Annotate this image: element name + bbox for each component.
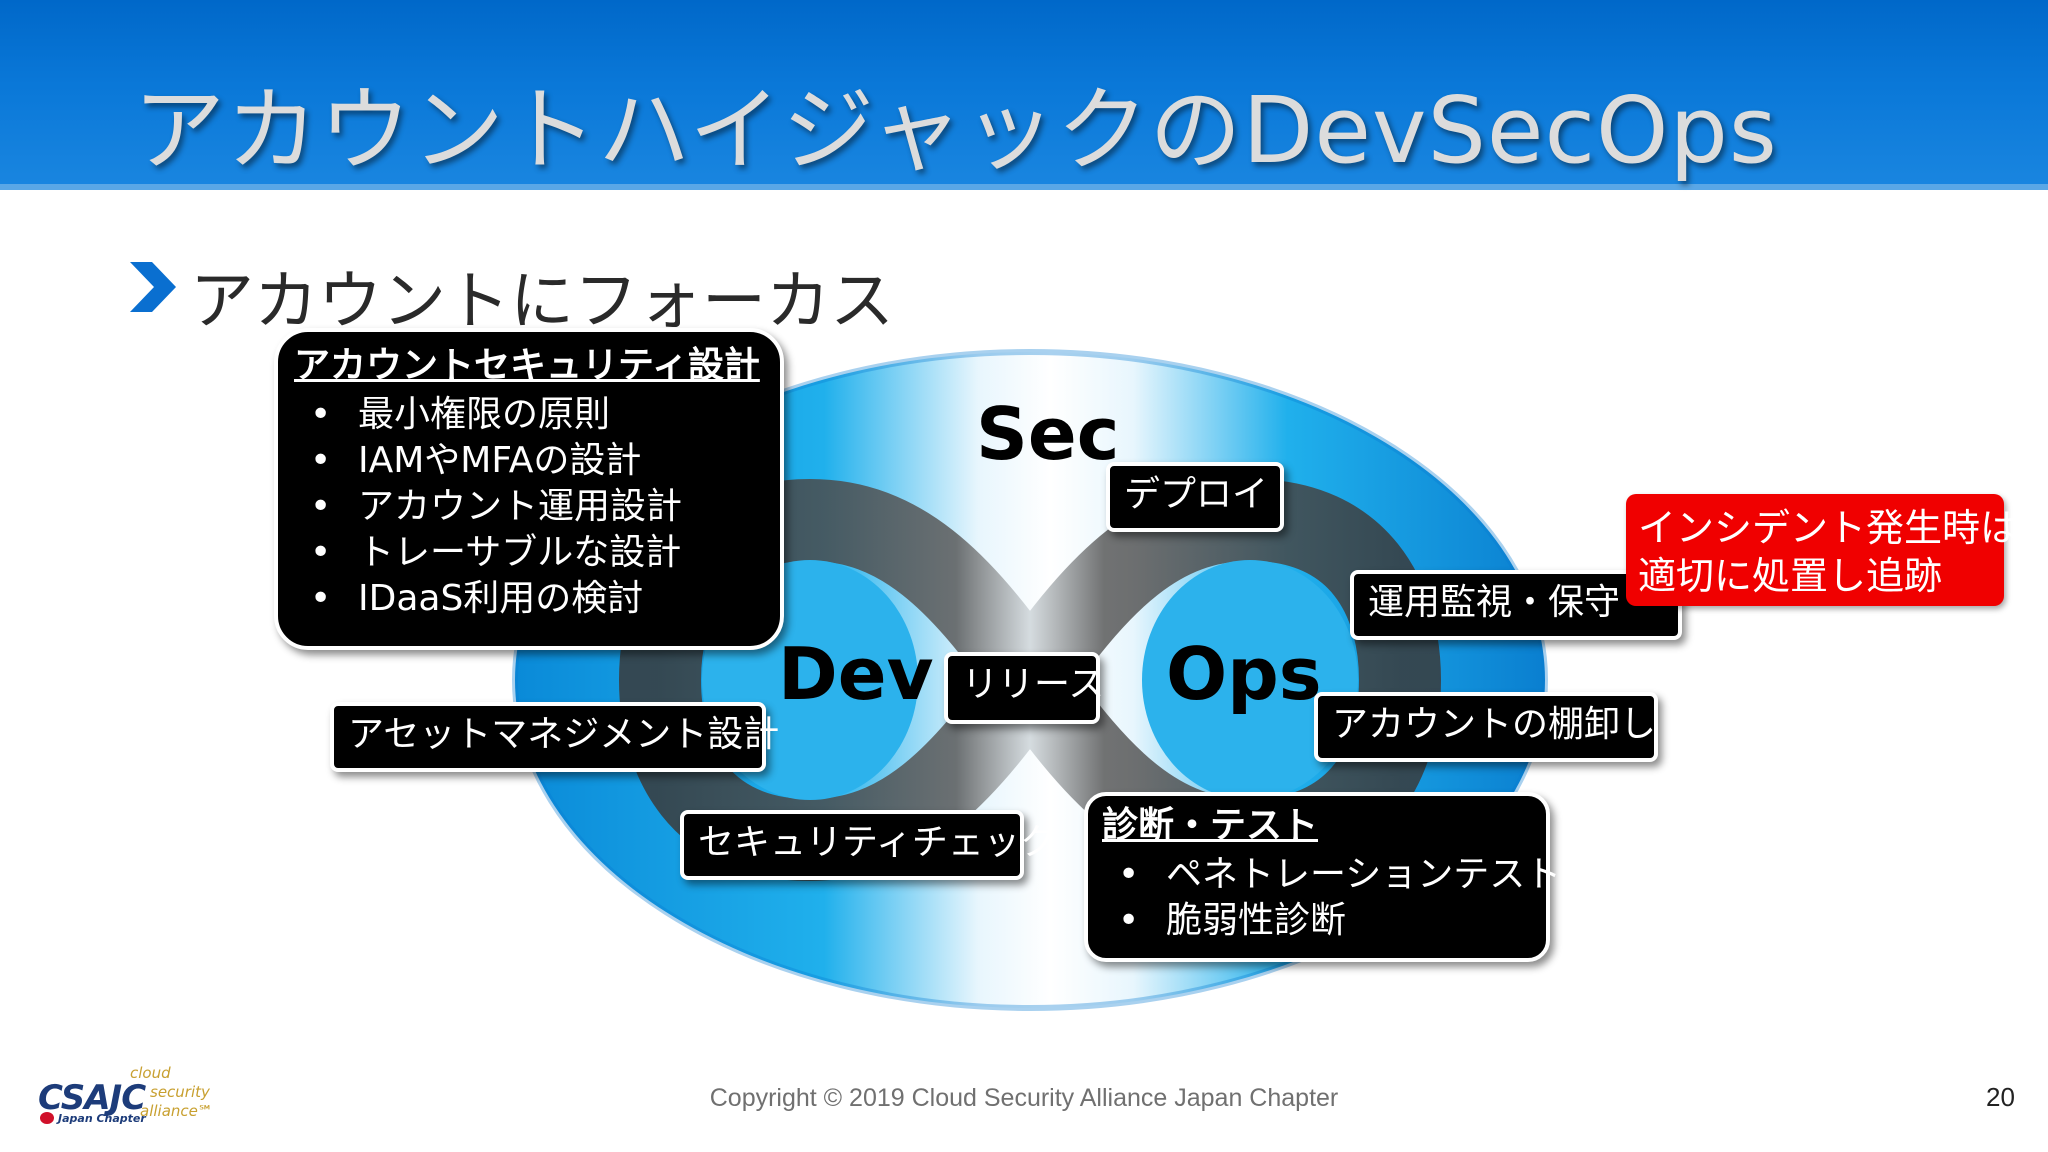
list-item: 最小権限の原則 [294, 392, 764, 438]
account-security-heading: アカウントセキュリティ設計 [294, 345, 760, 386]
dev-label: Dev [778, 632, 934, 716]
title-bar-underline [0, 184, 2048, 190]
security-check-label: セキュリティチェック [680, 810, 1056, 880]
account-security-design-box: アカウントセキュリティ設計 最小権限の原則 IAMやMFAの設計 アカウント運用… [274, 328, 784, 650]
account-security-list: 最小権限の原則 IAMやMFAの設計 アカウント運用設計 トレーサブルな設計 I… [294, 392, 764, 622]
monitoring-maintenance-label: 運用監視・保守 [1350, 570, 1682, 640]
title-bar [0, 0, 2048, 190]
incident-line-2: 適切に処置し追跡 [1638, 554, 1943, 598]
diagnosis-heading: 診断・テスト [1102, 805, 1319, 846]
incident-response-callout: インシデント発生時は 適切に処置し追跡 [1626, 494, 2019, 606]
logo-chapter: Japan Chapter [58, 1112, 146, 1125]
release-label: リリース [944, 652, 1104, 724]
slide-subtitle: アカウントにフォーカス [190, 265, 894, 339]
incident-line-1: インシデント発生時は [1638, 506, 2019, 550]
logo-wordmark: CSAJC [38, 1078, 146, 1118]
diagnosis-list: ペネトレーションテスト 脆弱性診断 [1102, 852, 1561, 944]
page-number: 20 [1986, 1082, 2015, 1112]
list-item: IDaaS利用の検討 [294, 576, 764, 622]
csajc-logo: CSAJC cloud security alliance℠ Japan Cha… [38, 1064, 238, 1128]
diagnosis-test-box: 診断・テスト ペネトレーションテスト 脆弱性診断 [1084, 792, 1561, 962]
slide-title: アカウントハイジャックのDevSecOps [133, 77, 1778, 184]
deploy-label: デプロイ [1106, 462, 1284, 532]
ops-loop-hole [1142, 560, 1358, 800]
chevron-right-icon [130, 262, 176, 312]
account-inventory-label: アカウントの棚卸し [1314, 692, 1658, 762]
ops-label: Ops [1166, 632, 1322, 716]
asset-management-label: アセットマネジメント設計 [330, 702, 779, 772]
list-item: IAMやMFAの設計 [294, 438, 764, 484]
logo-tagline: cloud security alliance℠ [130, 1064, 214, 1120]
list-item: トレーサブルな設計 [294, 530, 764, 576]
ellipse-shade [512, 349, 1548, 1011]
list-item: アカウント運用設計 [294, 484, 764, 530]
logo-red-dot [40, 1112, 54, 1124]
copyright-notice: Copyright © 2019 Cloud Security Alliance… [709, 1084, 1339, 1112]
list-item: ペネトレーションテスト [1102, 852, 1561, 898]
sec-label: Sec [976, 392, 1120, 476]
list-item: 脆弱性診断 [1102, 898, 1532, 944]
